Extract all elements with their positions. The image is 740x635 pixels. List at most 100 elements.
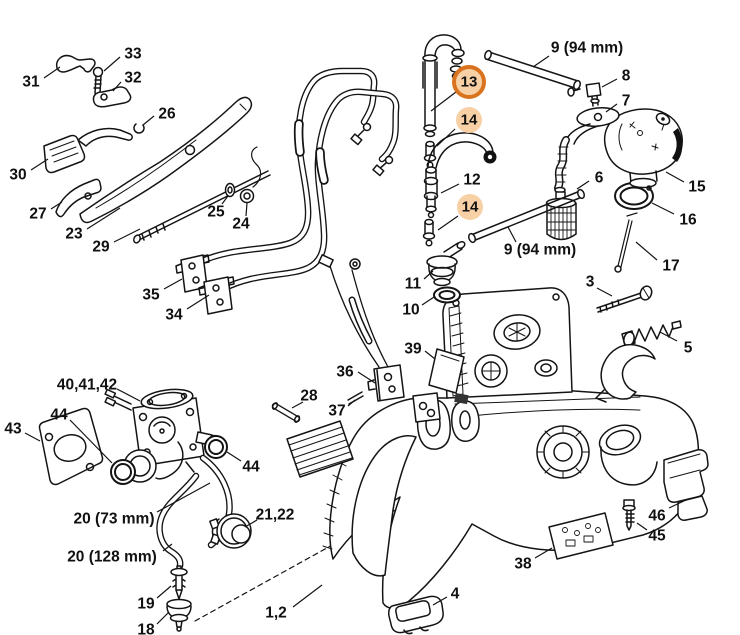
leader-line bbox=[156, 482, 211, 513]
diagram-line-art bbox=[38, 34, 709, 635]
part-art-ribbed-pipe-6 bbox=[554, 136, 570, 194]
part-label-20-73-mm: 20 (73 mm) bbox=[74, 482, 211, 528]
leader-line bbox=[651, 202, 675, 215]
part-number-text: 20 (73 mm) bbox=[74, 511, 155, 528]
part-art-screw-45 bbox=[622, 499, 636, 531]
part-number-text: 23 bbox=[65, 226, 83, 243]
part-art-tank-housing bbox=[322, 388, 700, 609]
part-label-1-2: 1,2 bbox=[265, 584, 323, 622]
part-number-text: 4 bbox=[451, 586, 460, 603]
highlighted-part-label-14: 14 bbox=[436, 107, 482, 147]
part-art-lever-31 bbox=[55, 54, 96, 73]
part-number-text: 20 (128 mm) bbox=[67, 549, 157, 566]
part-label-38: 38 bbox=[514, 547, 553, 573]
leader-line bbox=[430, 91, 457, 112]
leader-line bbox=[245, 202, 248, 217]
leader-line bbox=[605, 103, 618, 113]
part-label-18: 18 bbox=[137, 611, 170, 635]
part-number-text: 7 bbox=[622, 93, 631, 110]
part-art-primer-bulb bbox=[209, 513, 252, 549]
leader-line bbox=[103, 56, 121, 72]
part-label-26: 26 bbox=[142, 106, 176, 126]
part-art-mount-towers bbox=[412, 392, 480, 450]
part-label-9-94-mm: 9 (94 mm) bbox=[504, 226, 576, 259]
part-number-text: 15 bbox=[688, 179, 706, 196]
leader-line bbox=[436, 128, 456, 147]
part-label-4: 4 bbox=[432, 586, 460, 606]
part-label-44: 44 bbox=[50, 407, 113, 464]
part-label-46: 46 bbox=[648, 499, 687, 525]
part-art-carb-box-panel bbox=[442, 287, 573, 399]
part-art-bracket-35 bbox=[175, 254, 210, 293]
part-number-text: 11 bbox=[405, 276, 422, 293]
part-label-29: 29 bbox=[92, 228, 141, 256]
leader-line bbox=[163, 278, 183, 290]
part-label-11: 11 bbox=[405, 270, 434, 293]
leader-line bbox=[432, 596, 448, 606]
leader-line bbox=[116, 388, 141, 402]
part-label-37: 37 bbox=[328, 399, 356, 420]
part-label-12: 12 bbox=[440, 172, 481, 194]
part-number-text: 18 bbox=[137, 622, 155, 635]
leader-line bbox=[291, 401, 304, 409]
part-art-pin-37 bbox=[347, 391, 364, 405]
part-number-text: 1,2 bbox=[265, 605, 287, 622]
part-number-text: 25 bbox=[207, 204, 225, 221]
part-number-text: 27 bbox=[29, 206, 46, 223]
part-art-ignition-wire bbox=[318, 254, 389, 368]
part-art-ring-24 bbox=[239, 146, 262, 204]
part-label-16: 16 bbox=[651, 202, 697, 229]
leader-line bbox=[437, 215, 459, 231]
part-number-text: 44 bbox=[242, 459, 260, 476]
leader-line bbox=[665, 171, 685, 183]
part-art-fuel-cap bbox=[603, 108, 683, 191]
part-number-text: 40,41,42 bbox=[57, 377, 117, 394]
leader-line bbox=[24, 432, 41, 442]
leader-line bbox=[440, 183, 460, 194]
part-number-text: 3 bbox=[586, 274, 595, 291]
part-label-8: 8 bbox=[601, 68, 631, 88]
part-art-bracket-36 bbox=[367, 364, 405, 402]
leader-line bbox=[596, 287, 613, 297]
part-number-text: 28 bbox=[300, 388, 318, 405]
leader-line bbox=[142, 115, 155, 126]
part-label-25: 25 bbox=[207, 195, 229, 221]
part-label-24: 24 bbox=[232, 202, 250, 233]
leader-line bbox=[292, 584, 323, 608]
part-number-text: 8 bbox=[622, 68, 631, 85]
part-number-text: 38 bbox=[514, 556, 532, 573]
part-art-connector-14-lower bbox=[422, 218, 436, 247]
part-number-text: 9 (94 mm) bbox=[551, 40, 623, 57]
part-label-32: 32 bbox=[112, 70, 142, 92]
part-number-text: 5 bbox=[684, 340, 693, 357]
part-art-lever-32 bbox=[92, 86, 132, 108]
part-number-text: 36 bbox=[336, 364, 354, 381]
part-art-grommet-11 bbox=[426, 240, 466, 287]
leader-line bbox=[601, 78, 618, 88]
part-label-43: 43 bbox=[4, 421, 41, 442]
part-number-text: 30 bbox=[9, 167, 26, 184]
part-label-36: 36 bbox=[336, 364, 376, 384]
leader-line bbox=[423, 270, 434, 280]
part-label-40-41-42: 40,41,42 bbox=[57, 377, 141, 402]
part-number-text: 24 bbox=[232, 216, 250, 233]
part-art-pad-39 bbox=[428, 348, 465, 394]
part-label-19: 19 bbox=[137, 585, 172, 613]
leader-line bbox=[162, 543, 173, 552]
part-number-text: 19 bbox=[137, 596, 155, 613]
part-label-6: 6 bbox=[576, 170, 604, 190]
leader-line bbox=[186, 294, 210, 310]
leader-line bbox=[534, 547, 553, 559]
leader-line bbox=[43, 66, 61, 79]
part-art-tube-9-bottom bbox=[467, 188, 586, 244]
part-art-oring-44-left bbox=[110, 459, 136, 485]
part-label-23: 23 bbox=[65, 207, 121, 243]
part-number-text: 13 bbox=[461, 74, 478, 91]
part-label-33: 33 bbox=[103, 46, 142, 72]
part-art-bracket-34 bbox=[198, 276, 235, 315]
part-art-vent-grille bbox=[286, 420, 354, 478]
leader-line bbox=[636, 522, 648, 531]
leader-line bbox=[30, 158, 49, 171]
part-number-text: 17 bbox=[662, 258, 679, 275]
